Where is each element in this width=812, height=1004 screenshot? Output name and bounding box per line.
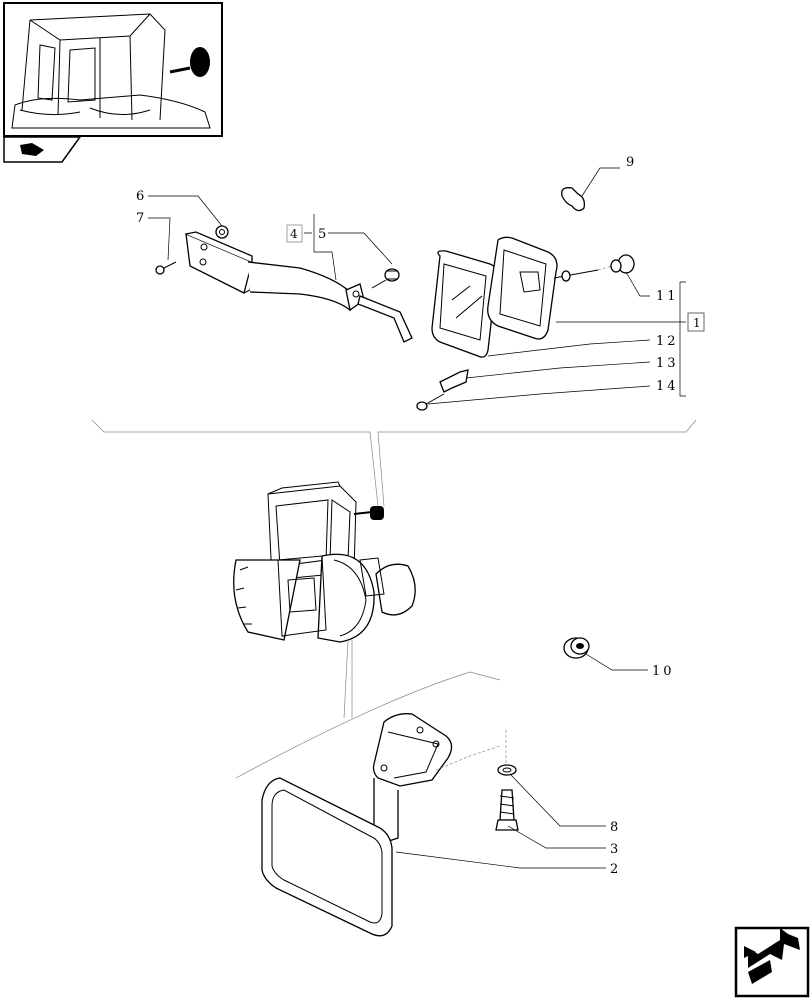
next-page-arrow-icon[interactable] (734, 926, 810, 998)
mirror-arm-assembly (155, 225, 413, 343)
lower-mirror-assembly (261, 637, 590, 937)
callout-4-box (286, 224, 303, 243)
callout-2: 2 (610, 862, 621, 877)
callout-6: 6 (136, 189, 147, 204)
callout-8: 8 (610, 820, 621, 835)
callout-5: 5 (318, 227, 329, 242)
tractor-thumbnail-icon (3, 2, 223, 137)
tractor-rear-view (233, 481, 416, 643)
callout-11: 11 (656, 289, 679, 304)
mirror-head-assembly (416, 187, 635, 411)
callout-10: 10 (652, 664, 675, 679)
callout-labels: 6 7 4 5 9 11 1 12 13 14 10 8 3 2 (136, 155, 705, 877)
callout-14: 14 (656, 379, 679, 394)
callout-1-box (687, 312, 705, 332)
callout-13: 13 (656, 356, 679, 371)
callout-3: 3 (610, 842, 621, 857)
section-tab-icon (3, 136, 82, 163)
callout-4: 4 (290, 227, 298, 241)
callout-7: 7 (136, 211, 147, 226)
callout-1: 1 (693, 316, 701, 330)
callout-12: 12 (656, 334, 679, 349)
callout-9: 9 (626, 155, 637, 170)
callout-leaders (148, 167, 686, 869)
